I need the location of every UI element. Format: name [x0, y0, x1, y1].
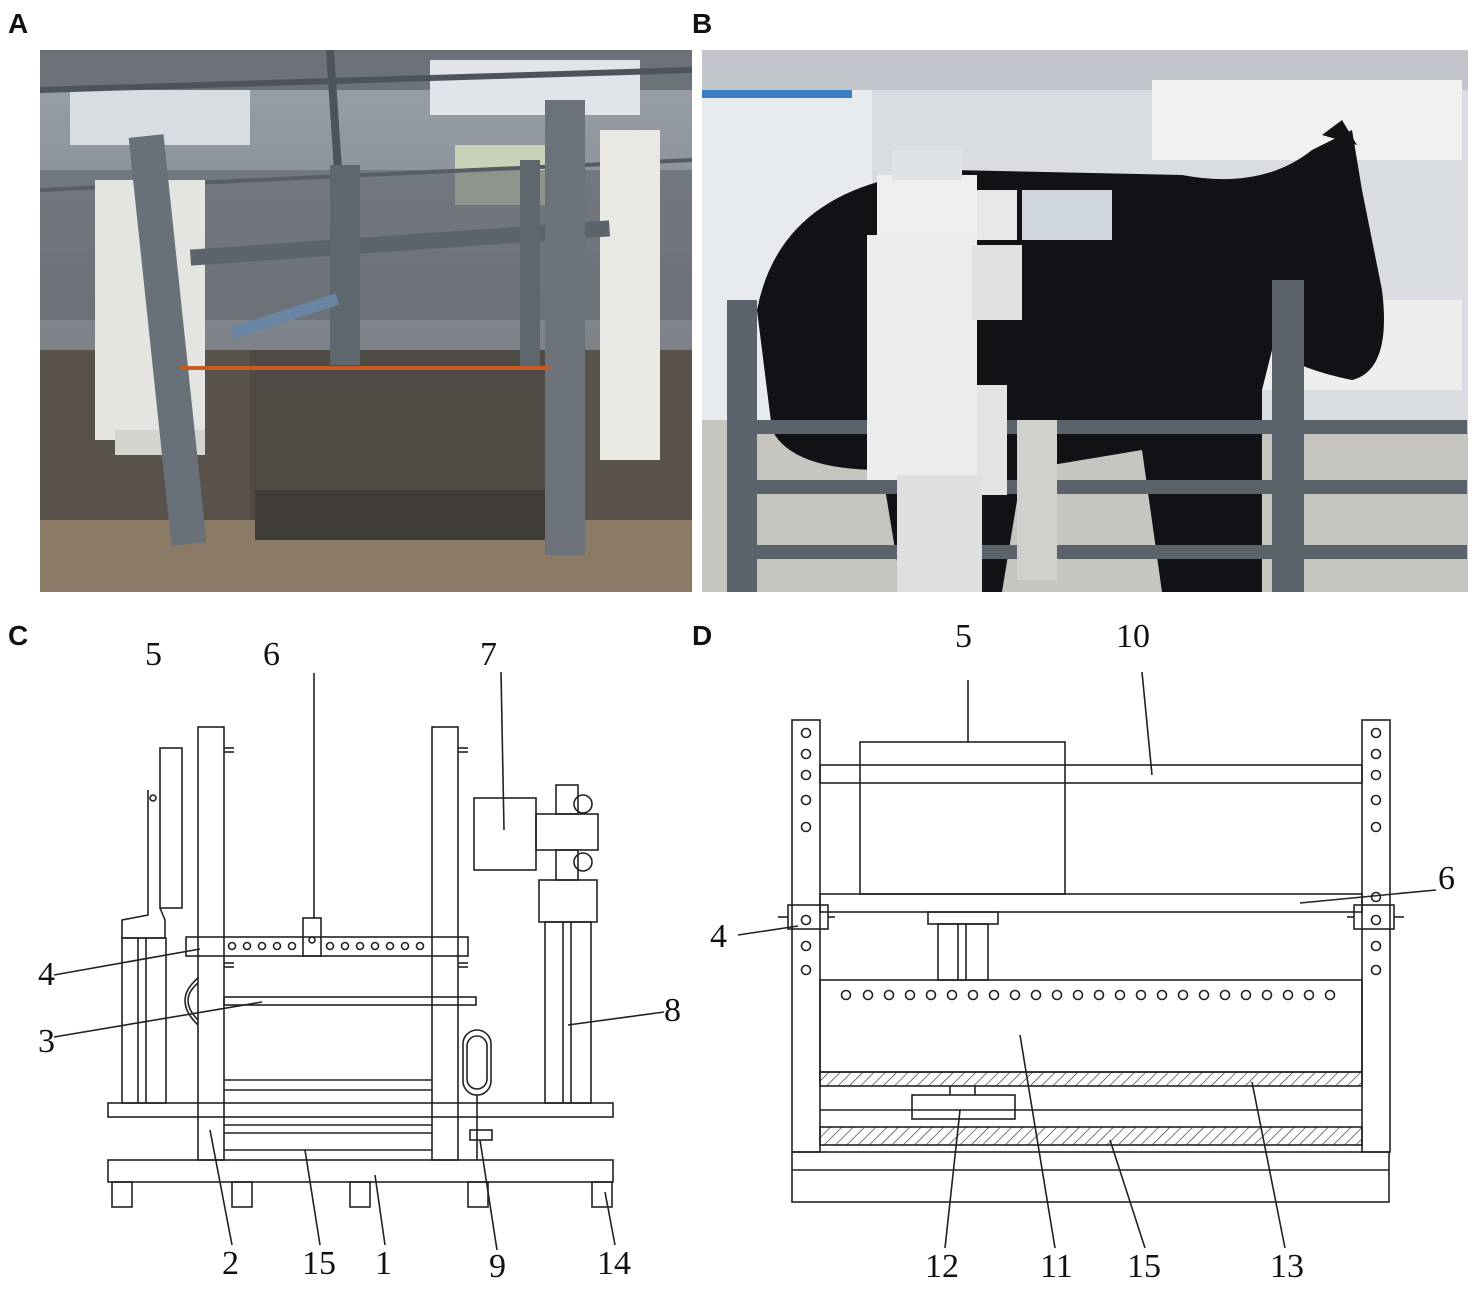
diagram-c-label-7: 7 — [480, 636, 497, 673]
diagram-d-label-6: 6 — [1438, 860, 1455, 897]
panel-label-c: C — [8, 620, 29, 651]
diagram-d-label-15: 15 — [1127, 1248, 1161, 1285]
diagram-c-label-5: 5 — [145, 636, 162, 673]
photo-a-frame — [40, 50, 692, 592]
diagram-c-label-3: 3 — [38, 1023, 55, 1060]
diagram-d-label-12: 12 — [925, 1248, 959, 1285]
panel-label-b: B — [692, 8, 713, 39]
photo-b-illustration — [702, 50, 1468, 592]
panel-label-a: A — [8, 8, 29, 39]
diagram-c-label-4: 4 — [38, 956, 55, 993]
diagram-d-label-10: 10 — [1116, 618, 1150, 655]
diagram-d-label-5: 5 — [955, 618, 972, 655]
diagram-c-label-14: 14 — [597, 1245, 631, 1282]
photo-b-donkey-in-device — [702, 50, 1468, 592]
diagram-d-label-4: 4 — [710, 918, 727, 955]
diagram-c-label-6: 6 — [263, 636, 280, 673]
diagram-c-label-1: 1 — [375, 1245, 392, 1282]
diagram-c-label-8: 8 — [664, 992, 681, 1029]
panel-label-d: D — [692, 620, 713, 651]
photo-a-illustration — [40, 50, 692, 592]
diagram-c-label-9: 9 — [489, 1248, 506, 1285]
diagram-c-label-15: 15 — [302, 1245, 336, 1282]
diagram-d-label-11: 11 — [1040, 1248, 1073, 1285]
diagram-c-label-2: 2 — [222, 1245, 239, 1282]
diagram-d-label-13: 13 — [1270, 1248, 1304, 1285]
